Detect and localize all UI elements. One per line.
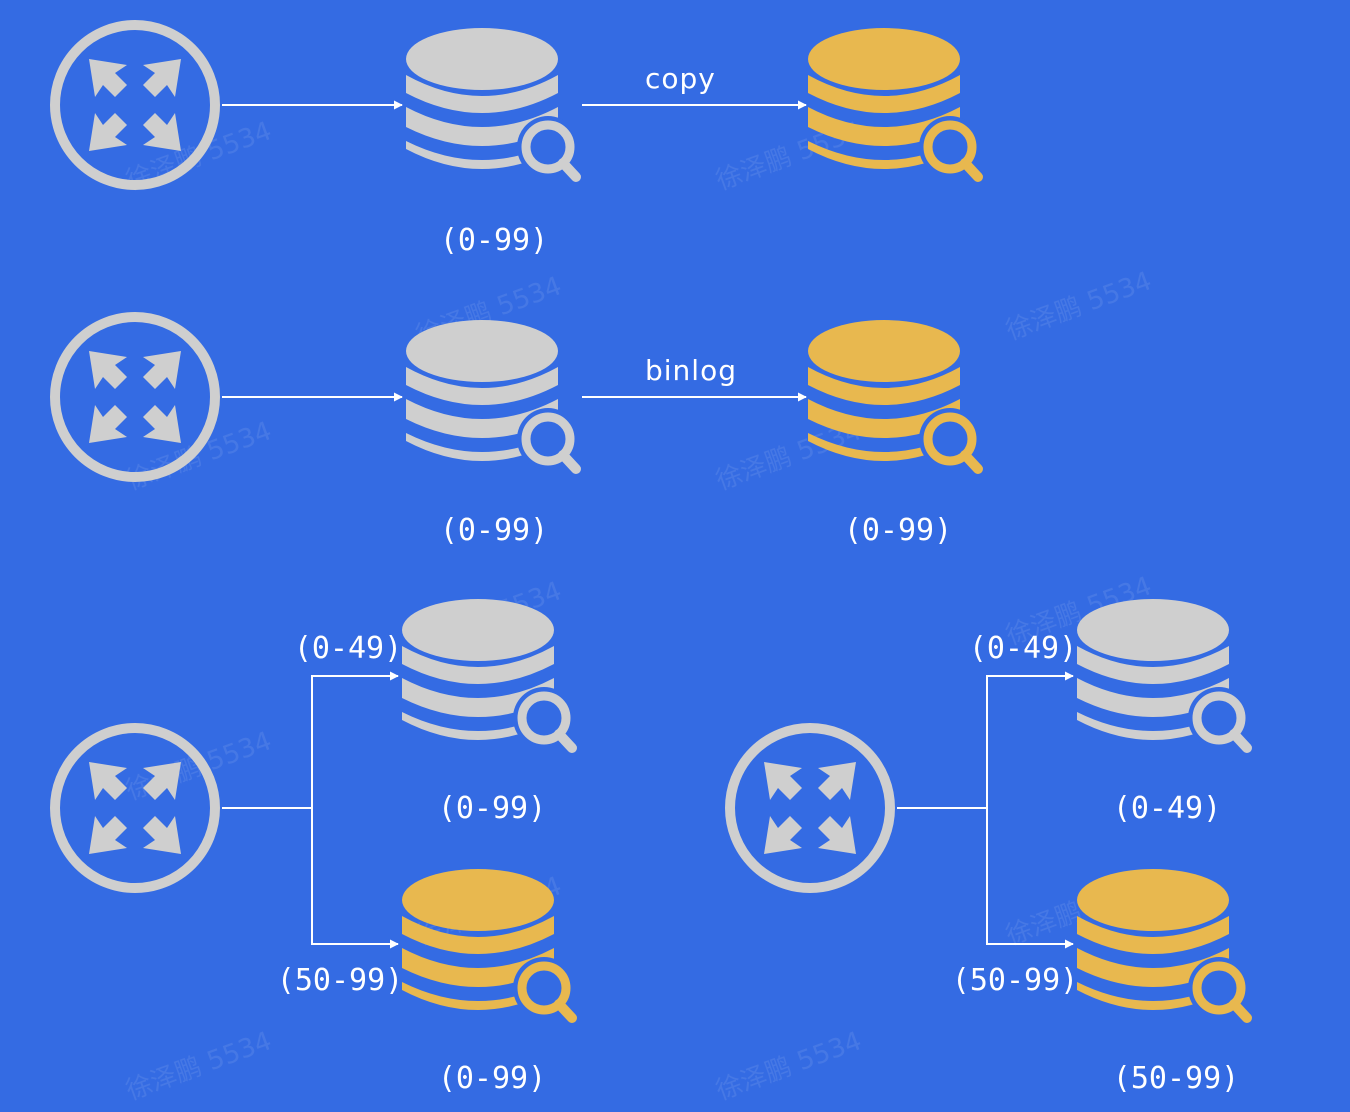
- database-search-icon: [808, 320, 981, 470]
- database-search-icon: [406, 28, 579, 178]
- route-label-top: (0-49): [969, 631, 1077, 666]
- connector-arrow: [311, 808, 399, 949]
- connector-arrow: [222, 671, 399, 809]
- database-search-icon: [1077, 599, 1250, 749]
- watermark: 徐泽鹏 5534: [1002, 266, 1156, 346]
- row-split-left: (0-49) (50-99) (0-99) (0-99): [55, 599, 575, 1096]
- replica-range-label: (0-99): [844, 513, 952, 548]
- row-split-right: (0-49) (50-99) (0-49) (50-99): [730, 599, 1250, 1096]
- watermark: 徐泽鹏 5534: [122, 1026, 276, 1106]
- route-label-bottom: (50-99): [277, 963, 403, 998]
- connector-arrow: [986, 808, 1074, 949]
- watermark: 徐泽鹏 5534: [122, 416, 276, 496]
- route-label-top: (0-49): [294, 631, 402, 666]
- connector-arrow: [897, 671, 1074, 809]
- watermark: 徐泽鹏 5534: [712, 1026, 866, 1106]
- primary-range-label: (0-99): [440, 513, 548, 548]
- database-search-icon: [402, 599, 575, 749]
- router-arrows-icon: [55, 728, 215, 888]
- bottom-db-range-label: (0-99): [438, 1061, 546, 1096]
- router-arrows-icon: [55, 25, 215, 185]
- bottom-db-range-label: (50-99): [1113, 1061, 1239, 1096]
- database-search-icon: [402, 869, 575, 1019]
- route-label-bottom: (50-99): [952, 963, 1078, 998]
- watermarks: 徐泽鹏 5534 徐泽鹏 5534 徐泽鹏 5534 徐泽鹏 5534 徐泽鹏 …: [122, 116, 1156, 1106]
- router-arrows-icon: [55, 317, 215, 477]
- database-search-icon: [406, 320, 579, 470]
- router-arrows-icon: [730, 728, 890, 888]
- database-search-icon: [1077, 869, 1250, 1019]
- top-db-range-label: (0-99): [438, 791, 546, 826]
- edge-label-copy: copy: [645, 62, 716, 95]
- primary-range-label: (0-99): [440, 223, 548, 258]
- edge-label-binlog: binlog: [645, 354, 737, 387]
- row-binlog: binlog (0-99) (0-99): [55, 317, 981, 548]
- row-copy: copy (0-99): [55, 25, 981, 258]
- database-search-icon: [808, 28, 981, 178]
- top-db-range-label: (0-49): [1113, 791, 1221, 826]
